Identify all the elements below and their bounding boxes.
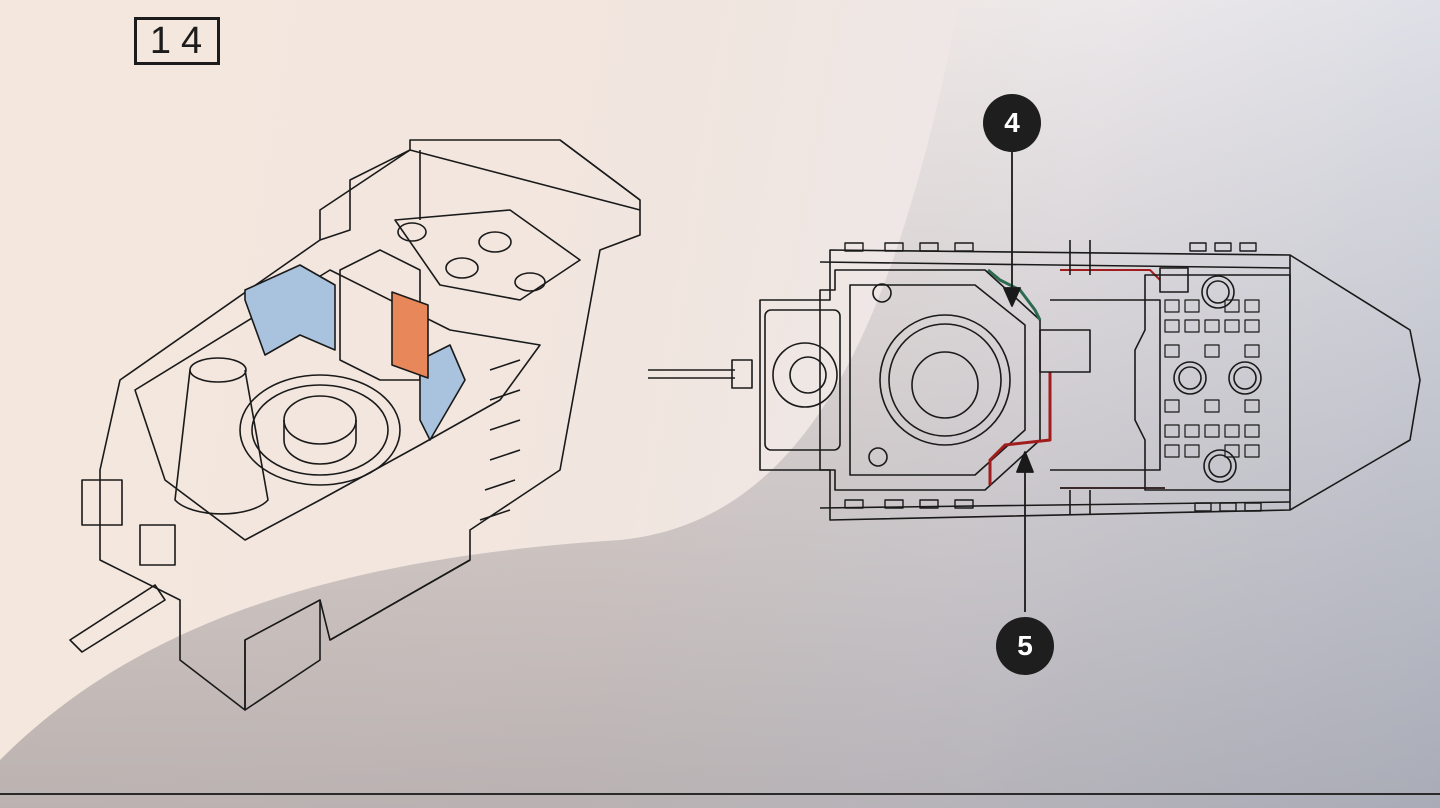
orange-panel [391, 291, 429, 379]
isometric-hull-view [69, 139, 641, 711]
blue-panel-left [244, 264, 336, 356]
callout-4: 4 [983, 94, 1041, 152]
blue-panel-right [419, 344, 466, 441]
connector-line [648, 369, 735, 379]
page-bottom-rule [0, 793, 1440, 795]
callout-5: 5 [996, 617, 1054, 675]
step-number: 14 [149, 19, 213, 62]
step-number-box: 14 [134, 17, 220, 65]
top-view-hull [731, 240, 1421, 521]
callout-arrows [1003, 152, 1034, 612]
red-edge-part [988, 372, 1052, 485]
